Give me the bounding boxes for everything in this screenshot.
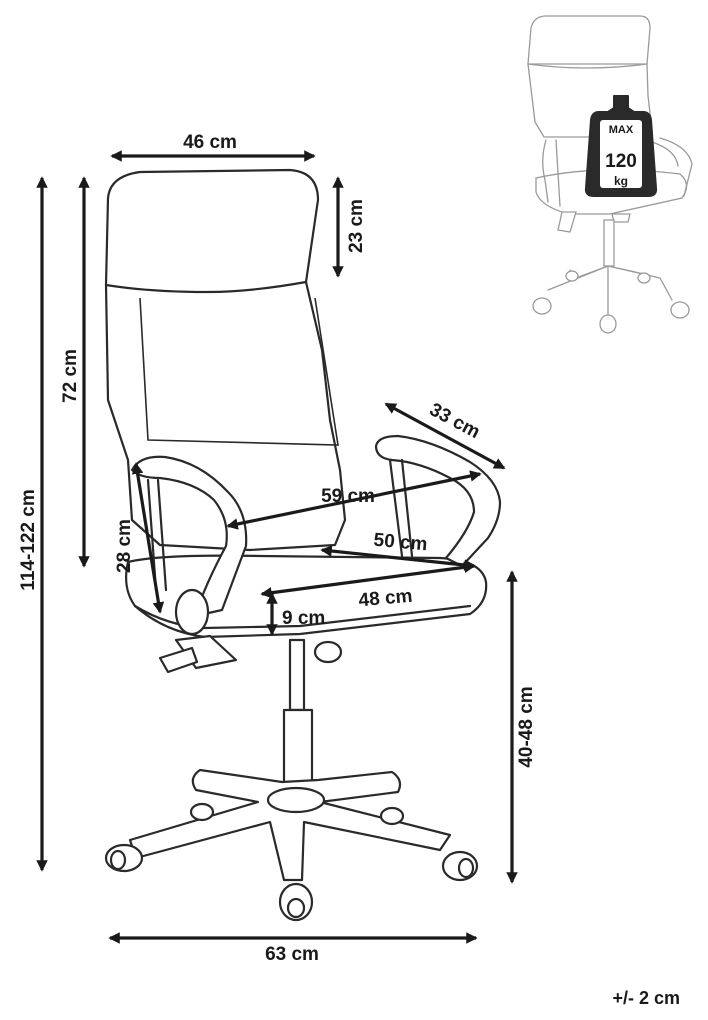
- label-armrest-height: 28 cm: [114, 519, 135, 573]
- label-headrest-height: 23 cm: [346, 199, 367, 253]
- label-seat-back-width: 46 cm: [183, 132, 237, 153]
- max-load-badge: MAX 120 kg: [584, 95, 658, 197]
- star-base: [128, 768, 452, 882]
- main-chair-drawing: [104, 168, 502, 922]
- label-armrest-depth: 33 cm: [426, 399, 483, 443]
- label-seat-thickness: 9 cm: [282, 608, 325, 629]
- label-seat-depth: 48 cm: [358, 586, 414, 612]
- dimension-labels: 46 cm 23 cm 72 cm 114-122 cm 33 cm 59 cm…: [18, 132, 537, 965]
- label-seat-width: 50 cm: [373, 530, 429, 556]
- label-overall-width: 59 cm: [321, 486, 375, 507]
- headrest: [104, 168, 320, 294]
- label-total-height: 114-122 cm: [18, 489, 39, 590]
- label-seat-height: 40-48 cm: [516, 686, 537, 767]
- caster-wheels: [104, 802, 479, 922]
- label-backrest-height: 72 cm: [60, 349, 81, 403]
- tolerance-note: +/- 2 cm: [612, 988, 680, 1008]
- label-base-width: 63 cm: [265, 944, 319, 965]
- max-load-unit: kg: [614, 174, 628, 188]
- max-load-label: MAX: [609, 124, 634, 136]
- max-load-value: 120: [605, 151, 637, 172]
- dimension-lines: [36, 150, 518, 944]
